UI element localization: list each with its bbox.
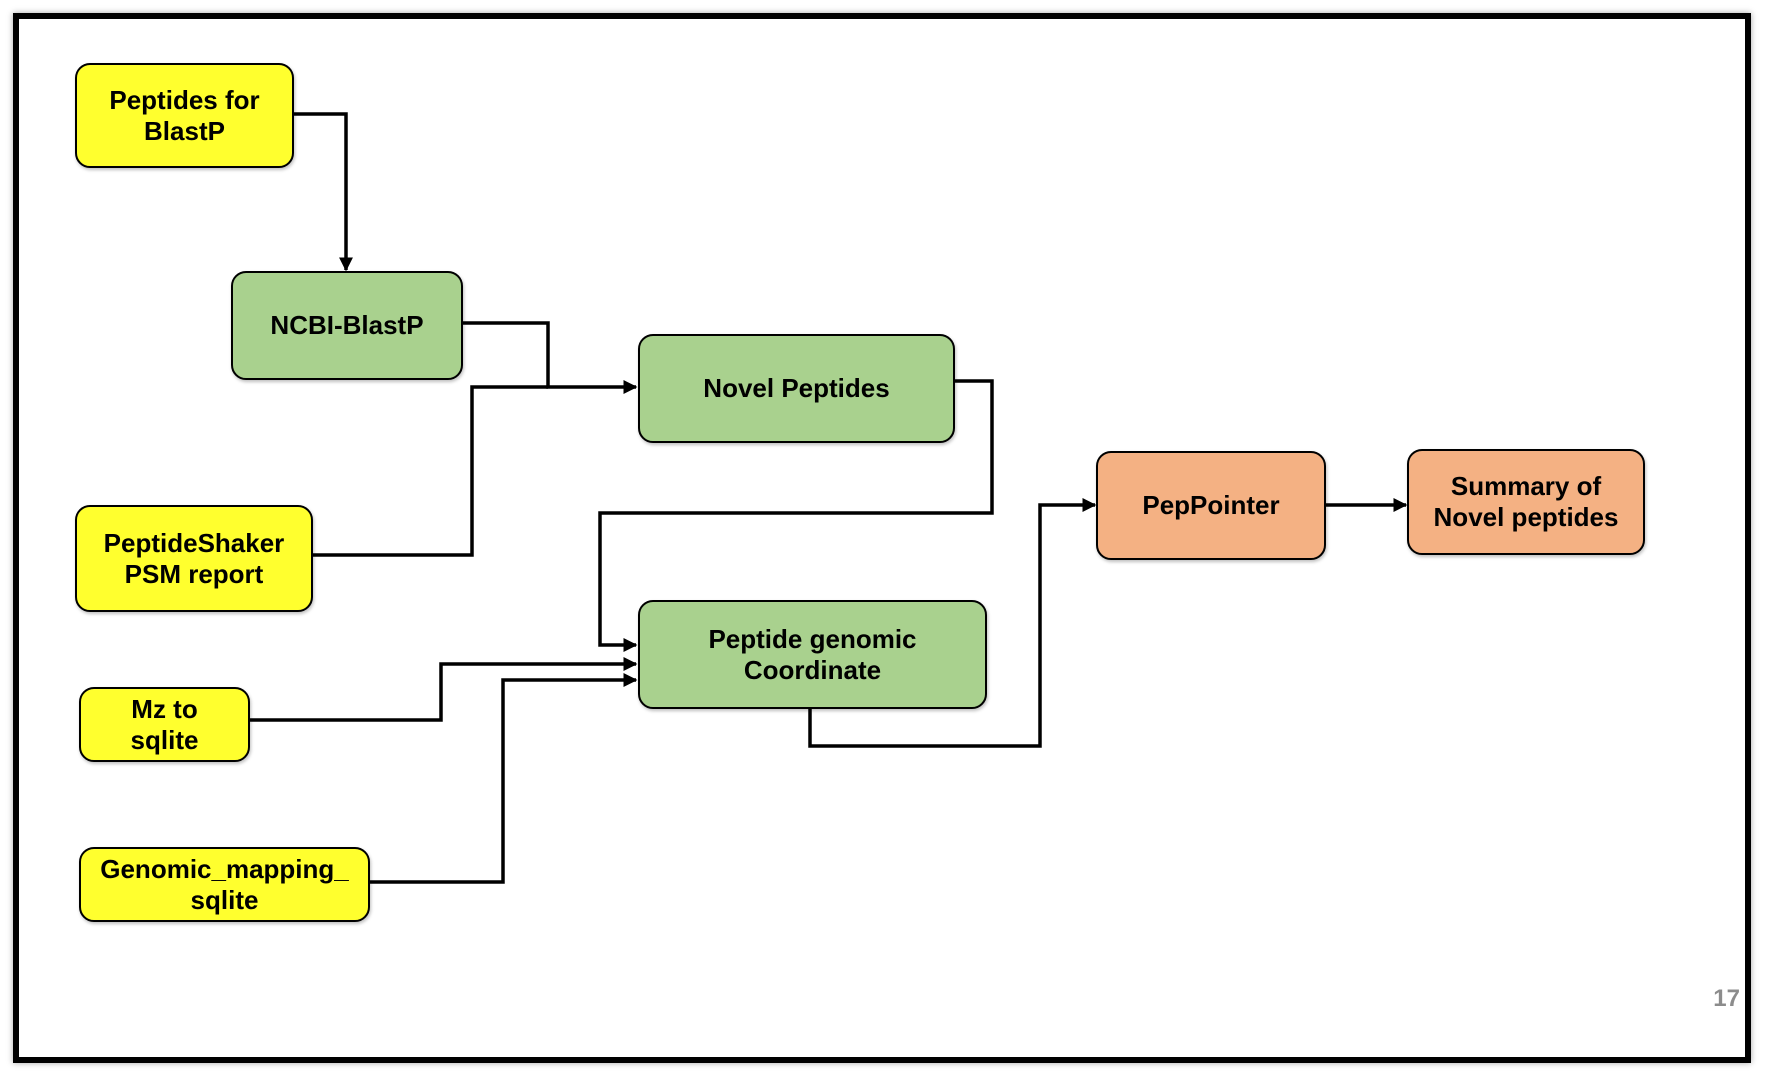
node-summary-of-novel-peptides: Summary of Novel peptides	[1407, 449, 1645, 555]
edge-peptideshaker-to-novel-peptides	[312, 385, 548, 557]
node-peptides-for-blastp: Peptides for BlastP	[75, 63, 294, 168]
node-ncbi-blastp: NCBI-BlastP	[231, 271, 463, 380]
page-number: 17	[1713, 985, 1740, 1012]
node-mz-to-sqlite: Mz to sqlite	[79, 687, 250, 762]
node-peppointer: PepPointer	[1096, 451, 1326, 560]
edge-novel-peptides-to-genomic-coordinate	[598, 379, 994, 652]
node-novel-peptides: Novel Peptides	[638, 334, 955, 443]
edge-genomic-mapping-to-genomic-coordinate	[369, 673, 638, 884]
edge-genomic-coordinate-to-peppointer	[808, 498, 1097, 748]
edge-ncbi-blastp-to-novel-peptides	[462, 321, 638, 394]
node-peptide-genomic-coordinate: Peptide genomic Coordinate	[638, 600, 987, 709]
node-genomic-mapping-sqlite: Genomic_mapping_ sqlite	[79, 847, 370, 922]
edge-mz-to-sqlite-to-genomic-coordinate	[248, 657, 638, 722]
node-peptideshaker-psm-report: PeptideShaker PSM report	[75, 505, 313, 612]
edge-peptides-for-blastp-to-ncbi-blastp	[293, 112, 353, 272]
